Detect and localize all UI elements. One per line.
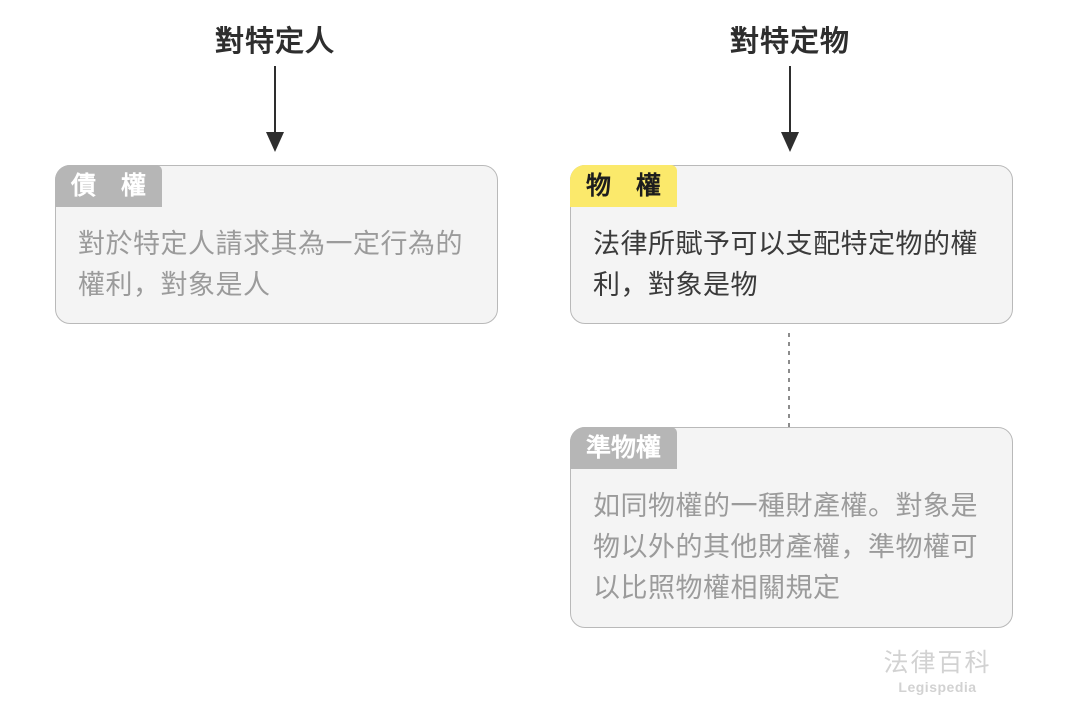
card-quasi-property-right: 準物權 如同物權的一種財產權。對象是物以外的其他財產權，準物權可以比照物權相關規…	[570, 427, 1013, 628]
column-heading-person: 對特定人	[214, 26, 335, 58]
card-tab-label-claim-right: 債 權	[55, 165, 163, 207]
card-body-text-property-right: 法律所賦予可以支配特定物的權利，對象是物	[593, 229, 978, 300]
card-body-text-claim-right: 對於特定人請求其為一定行為的權利，對象是人	[78, 229, 463, 300]
arrow-head	[266, 132, 284, 152]
down-arrow-icon-thing	[779, 66, 801, 152]
column-heading-thing: 對特定物	[729, 26, 850, 58]
watermark-english-text: Legispedia	[898, 679, 977, 695]
card-tab-label-quasi-property-right: 準物權	[570, 427, 678, 469]
card-property-right: 物 權 法律所賦予可以支配特定物的權利，對象是物	[570, 165, 1013, 324]
arrow-shaft	[789, 66, 791, 134]
card-body-text-quasi-property-right: 如同物權的一種財產權。對象是物以外的其他財產權，準物權可以比照物權相關規定	[593, 491, 978, 603]
arrow-head	[781, 132, 799, 152]
watermark-logo: 法律百科 Legispedia	[845, 648, 1030, 696]
down-arrow-icon-person	[264, 66, 286, 152]
card-claim-right: 債 權 對於特定人請求其為一定行為的權利，對象是人	[55, 165, 498, 324]
card-tab-label-property-right: 物 權	[570, 165, 678, 207]
watermark-chinese-text: 法律百科	[883, 649, 992, 677]
dotted-connector-line	[788, 333, 790, 427]
arrow-shaft	[274, 66, 276, 134]
